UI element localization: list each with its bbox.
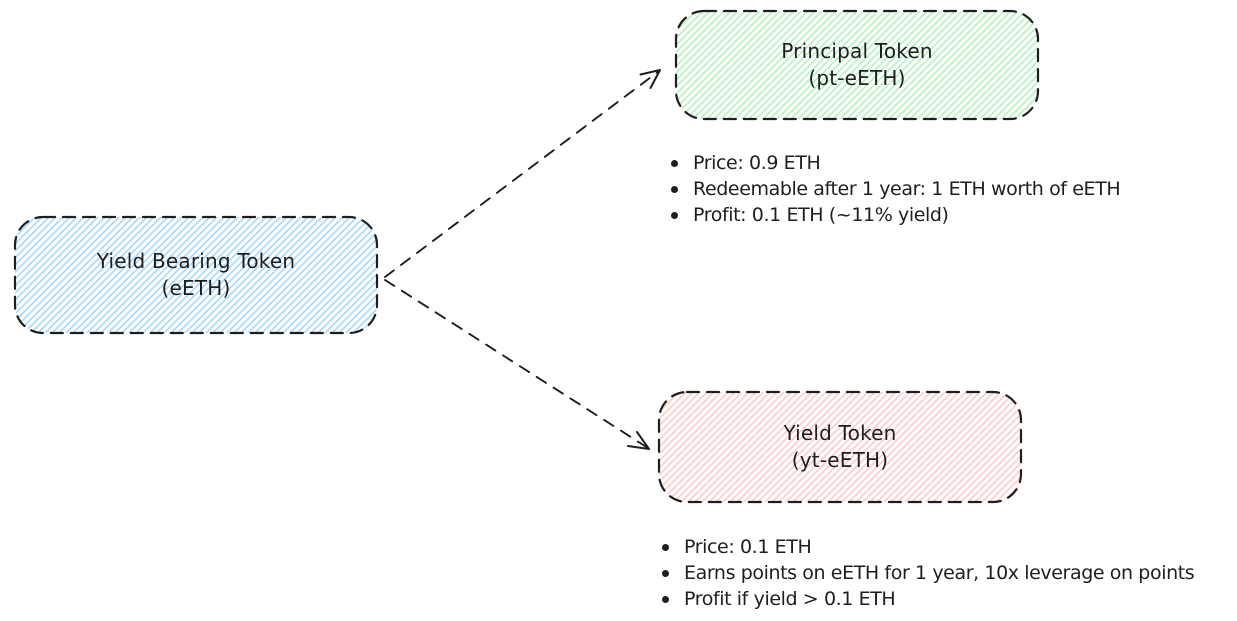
- arrow-to-yield: [384, 279, 650, 450]
- note-item: Price: 0.1 ETH: [659, 534, 1194, 560]
- note-item: Profit if yield > 0.1 ETH: [659, 586, 1194, 612]
- yield-node-box: [657, 390, 1023, 504]
- arrow-to-principal-head-icon: [639, 69, 661, 89]
- arrow-to-principal: [384, 69, 661, 278]
- arrow-to-principal-line: [384, 70, 660, 278]
- note-item: Redeemable after 1 year: 1 ETH worth of …: [668, 176, 1121, 202]
- principal-node-box: [674, 9, 1040, 121]
- arrow-to-yield-line: [384, 279, 649, 449]
- note-item: Price: 0.9 ETH: [668, 150, 1120, 176]
- note-item: Profit: 0.1 ETH (~11% yield): [668, 202, 1120, 228]
- arrow-to-yield-head-icon: [627, 431, 650, 450]
- note-item: Earns points on eETH for 1 year, 10x lev…: [659, 560, 1195, 586]
- source-node-box: [13, 215, 379, 335]
